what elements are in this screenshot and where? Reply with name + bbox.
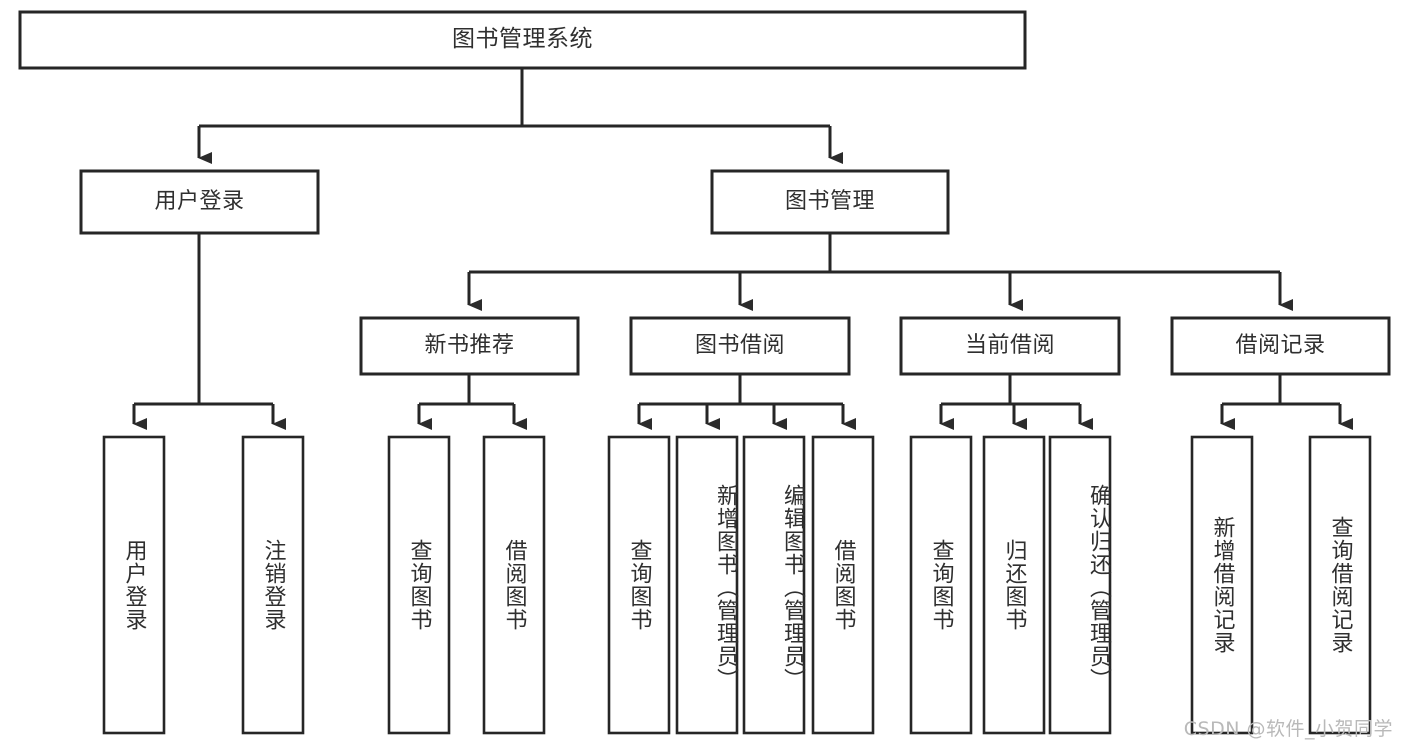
node-box-user-login[interactable] [79,169,320,235]
node-box-leaf-add-book[interactable] [675,435,739,735]
node-box-book-manage[interactable] [710,169,950,235]
node-box-book-borrow[interactable] [629,316,851,376]
node-box-leaf-edit-book[interactable] [742,435,806,735]
node-box-leaf-query-book-3[interactable] [909,435,973,735]
node-box-current-borrow[interactable] [899,316,1121,376]
node-box-leaf-user-logout[interactable] [241,435,305,735]
watermark-text: CSDN @软件_小贺同学 [1183,718,1393,740]
connectors-layer [132,68,1353,430]
node-box-leaf-borrow-book-1[interactable] [482,435,546,735]
node-box-leaf-query-book-2[interactable] [607,435,671,735]
node-boxes-layer [18,10,1391,735]
node-box-leaf-borrow-book-2[interactable] [811,435,875,735]
node-box-leaf-confirm-return[interactable] [1048,435,1112,735]
node-box-borrow-record[interactable] [1170,316,1391,376]
node-box-new-book-recommend[interactable] [359,316,580,376]
node-box-leaf-query-book-1[interactable] [387,435,451,735]
node-box-leaf-add-record[interactable] [1190,435,1254,735]
node-box-root[interactable] [18,10,1027,70]
node-box-leaf-return-book[interactable] [982,435,1046,735]
node-box-leaf-user-login[interactable] [102,435,166,735]
node-box-leaf-query-record[interactable] [1308,435,1372,735]
